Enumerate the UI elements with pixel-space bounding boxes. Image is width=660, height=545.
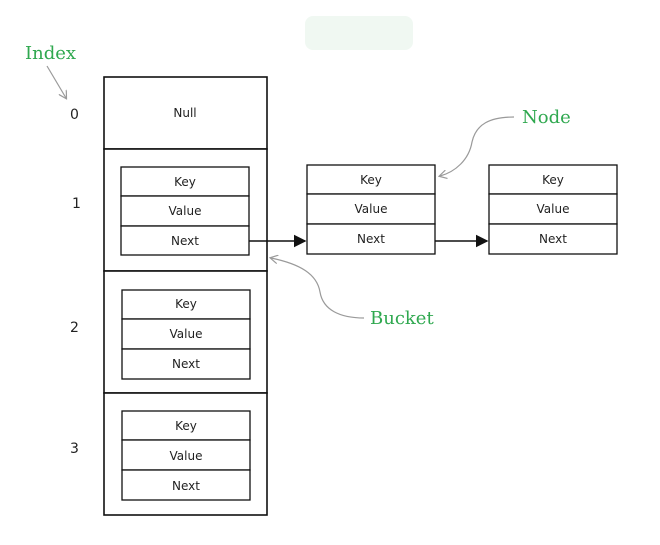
node-next-cell bbox=[306, 223, 436, 255]
chain-node-1: Key Value Next bbox=[306, 164, 436, 255]
node-key-cell bbox=[306, 164, 436, 195]
node-next-cell bbox=[120, 225, 250, 256]
bucket-row-0 bbox=[103, 76, 268, 150]
index-label-3: 3 bbox=[70, 441, 79, 457]
node-key-cell bbox=[121, 410, 251, 441]
node-annotation: Node bbox=[522, 107, 571, 128]
node-value-label: Value bbox=[169, 204, 202, 218]
index-annotation: Index bbox=[25, 43, 76, 64]
node-key-label: Key bbox=[360, 173, 382, 187]
node-value-cell bbox=[120, 195, 250, 227]
bucket-1-node: Key Value Next bbox=[120, 166, 250, 256]
bucket-2-node: Key Value Next bbox=[121, 289, 251, 380]
index-label-2: 2 bbox=[70, 320, 79, 336]
node-key-label: Key bbox=[175, 297, 197, 311]
node-value-label: Value bbox=[355, 202, 388, 216]
bucket-annotation: Bucket bbox=[370, 308, 434, 329]
bucket-callout-arrow bbox=[271, 258, 365, 319]
node-next-label: Next bbox=[172, 479, 200, 493]
node-key-cell bbox=[121, 289, 251, 320]
node-value-cell bbox=[121, 439, 251, 471]
chain-node-2: Key Value Next bbox=[488, 164, 618, 255]
node-next-cell bbox=[121, 348, 251, 380]
index-label-0: 0 bbox=[70, 107, 79, 123]
node-next-label: Next bbox=[357, 232, 385, 246]
node-next-label: Next bbox=[171, 234, 199, 248]
index-label-1: 1 bbox=[72, 196, 81, 212]
node-next-cell bbox=[488, 223, 618, 255]
node-value-cell bbox=[488, 193, 618, 225]
watermark bbox=[305, 16, 413, 50]
index-callout-arrow bbox=[46, 65, 66, 98]
node-value-label: Value bbox=[537, 202, 570, 216]
node-next-label: Next bbox=[539, 232, 567, 246]
node-callout-arrow bbox=[440, 116, 515, 176]
node-value-label: Value bbox=[170, 327, 203, 341]
bucket-3-node: Key Value Next bbox=[121, 410, 251, 501]
node-key-cell bbox=[488, 164, 618, 195]
node-next-label: Next bbox=[172, 357, 200, 371]
bucket-null-text: Null bbox=[173, 106, 196, 120]
node-key-label: Key bbox=[174, 175, 196, 189]
node-value-label: Value bbox=[170, 449, 203, 463]
node-key-label: Key bbox=[542, 173, 564, 187]
node-key-label: Key bbox=[175, 419, 197, 433]
node-next-cell bbox=[121, 469, 251, 501]
